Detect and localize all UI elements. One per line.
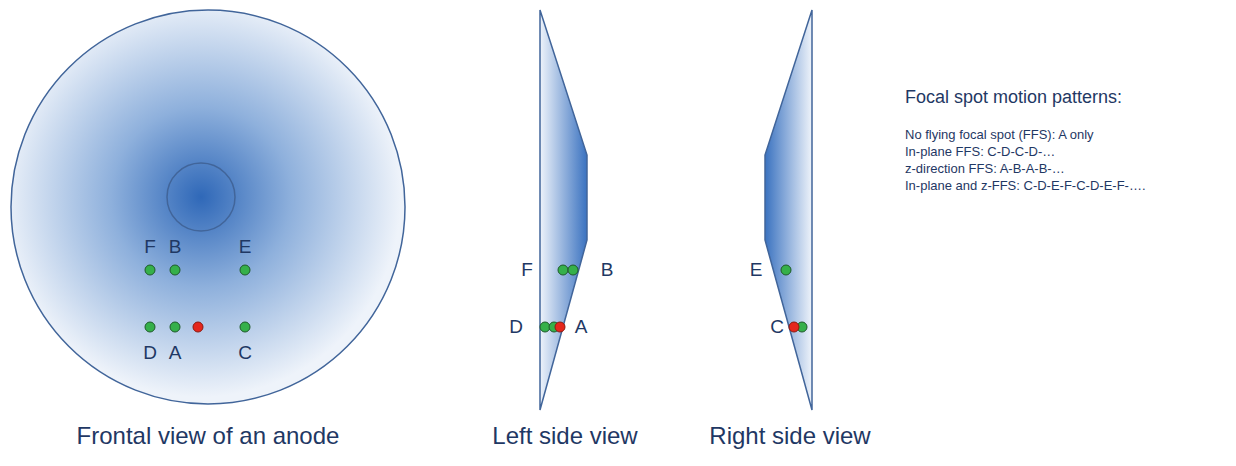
spot-letter: E [239, 236, 252, 258]
pattern-line: No flying focal spot (FFS): A only [905, 128, 1094, 143]
focal-spots-left [540, 265, 578, 332]
spot-letter: C [238, 342, 252, 364]
anode-disc [11, 10, 405, 404]
spot-letter: A [575, 316, 588, 338]
focal-spots-front [145, 265, 250, 332]
spot-letter: B [601, 259, 614, 281]
spot-letter: B [169, 236, 182, 258]
spot-letter: F [521, 259, 533, 281]
spot-letter: E [750, 259, 763, 281]
pattern-line: In-plane FFS: C-D-C-D-… [905, 145, 1055, 160]
pattern-line: z-direction FFS: A-B-A-B-… [905, 162, 1065, 177]
view-caption: Frontal view of an anode [77, 422, 340, 450]
view-caption: Right side view [709, 422, 870, 450]
anode-hub [167, 163, 235, 231]
focal-spots-right [781, 265, 807, 332]
pattern-heading: Focal spot motion patterns: [905, 87, 1122, 108]
anode-left-side [540, 10, 587, 410]
spot-letter: D [143, 342, 157, 364]
view-caption: Left side view [492, 422, 637, 450]
spot-letter: C [770, 316, 784, 338]
anode-right-side [765, 10, 812, 410]
spot-letter: A [169, 342, 182, 364]
pattern-line: In-plane and z-FFS: C-D-E-F-C-D-E-F-…. [905, 179, 1146, 194]
spot-letter: D [509, 316, 523, 338]
spot-letter: F [144, 236, 156, 258]
